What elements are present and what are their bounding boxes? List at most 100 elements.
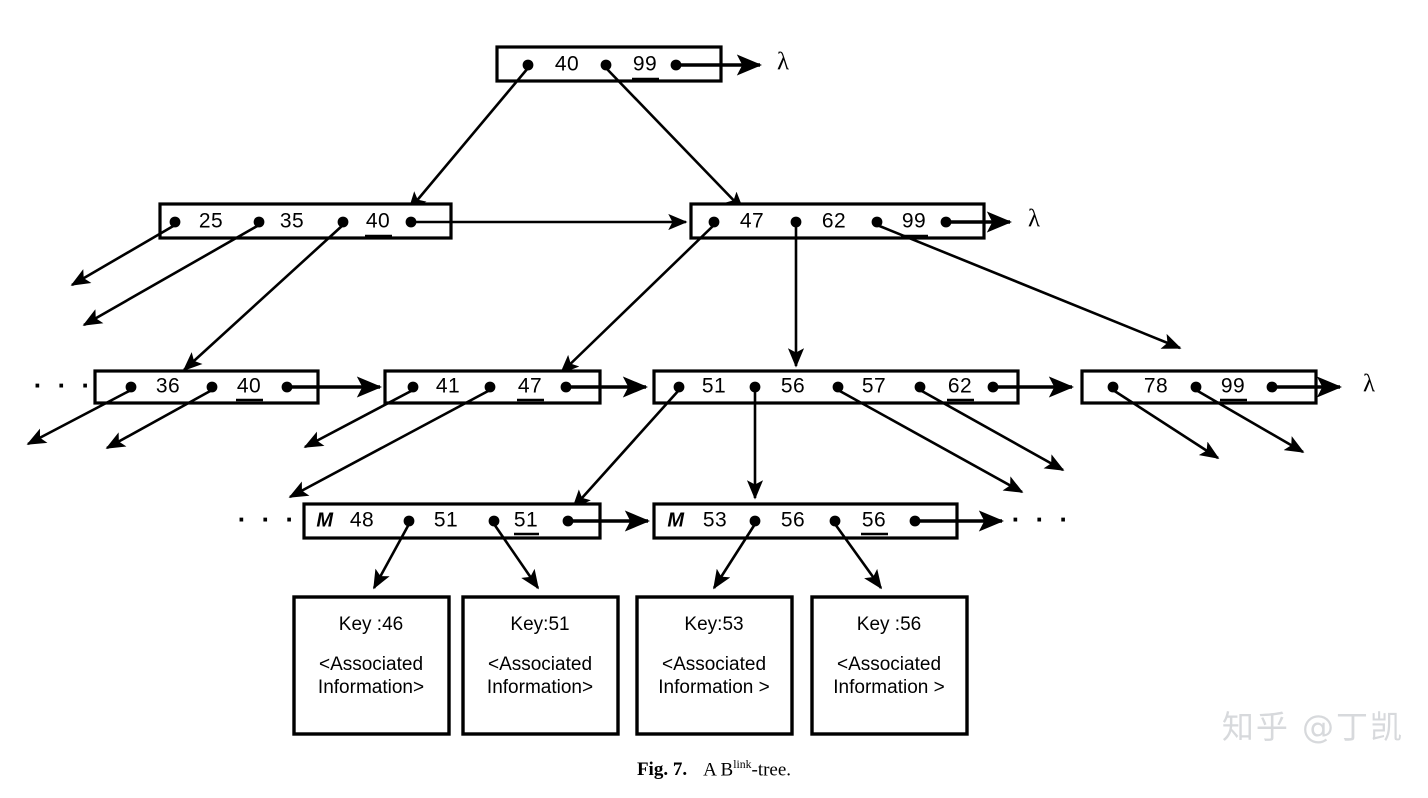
- edge-leafparent-78-99-child-1: [1195, 388, 1305, 454]
- node-internal-left-pointer-2[interactable]: [337, 216, 349, 228]
- node-leafparent-51-62-pointer-2[interactable]: [832, 381, 844, 393]
- record-rec-46-info-2: Information>: [318, 677, 424, 698]
- edge-internal-left-child-2: [182, 224, 344, 372]
- edge-internal-right-child-0: [559, 224, 715, 375]
- edge-root-to-internal-right: [605, 67, 745, 212]
- record-rec-53-info-2: Information >: [658, 677, 769, 698]
- node-leafparent-41-47[interactable]: 41 47: [288, 369, 649, 499]
- record-rec-56-info-2: Information >: [833, 677, 944, 698]
- edge-leafparent-36-40-child-1: [105, 388, 213, 450]
- node-leaf-53-56-pointer-1[interactable]: [829, 515, 841, 527]
- figure-caption-label: Fig. 7.: [636, 759, 688, 781]
- node-root-pointer-1[interactable]: [600, 59, 612, 71]
- node-root-lambda: λ: [777, 49, 789, 76]
- record-rec-56-box: [810, 595, 969, 736]
- node-leaf-53-56-key-1: 56: [781, 509, 805, 532]
- node-leafparent-51-62-pointer-1[interactable]: [749, 381, 761, 393]
- record-rec-53-info-1: <Associated: [662, 654, 766, 675]
- edge-leaf-48-51-record-1: [492, 523, 540, 590]
- figure-caption-suffix: -tree.: [751, 759, 792, 781]
- node-leafparent-78-99-key-0: 78: [1144, 375, 1168, 398]
- node-internal-right-box: [689, 202, 986, 240]
- record-rec-56-info-1: <Associated: [837, 654, 941, 675]
- node-root[interactable]: 40 99 λ: [495, 45, 789, 83]
- edge-leafparent-41-47-child-1: [288, 388, 491, 499]
- edge-internal-left-child-0: [70, 223, 176, 287]
- node-leafparent-78-99-key-1: 99: [1221, 375, 1245, 398]
- edge-leaf-53-56-record-0: [712, 523, 757, 590]
- node-leaf-53-56-box: [652, 502, 959, 540]
- node-leafparent-36-40[interactable]: 36 40: [26, 369, 383, 450]
- node-leafparent-41-47-key-0: 41: [436, 375, 460, 398]
- node-leaf-48-51-key-2: 51: [514, 509, 538, 532]
- record-rec-53-key: Key:53: [684, 614, 743, 635]
- node-internal-right-key-2: 99: [902, 210, 926, 233]
- node-leaf-48-51-box: [302, 502, 602, 540]
- edge-leafparent-51-62-child-2: [837, 388, 1024, 494]
- edge-internal-left-child-1: [82, 223, 260, 327]
- node-internal-right-key-0: 47: [740, 210, 764, 233]
- record-rec-46-box: [292, 595, 451, 736]
- node-leafparent-41-47-key-1: 47: [518, 375, 542, 398]
- record-rec-51[interactable]: Key:51 <Associated Information>: [461, 595, 620, 736]
- node-leafparent-51-62-key-2: 57: [862, 375, 886, 398]
- figure-caption: Fig. 7.A Blink-tree.: [0, 758, 1428, 781]
- node-leafparent-51-62[interactable]: 51 56 57 62: [571, 369, 1075, 510]
- node-leaf-48-51-pointer-1[interactable]: [488, 515, 500, 527]
- edge-internal-right-child-2: [876, 223, 1182, 350]
- node-leafparent-51-62-key-1: 56: [781, 375, 805, 398]
- ellipsis-left-leaf: · · ·: [238, 504, 298, 534]
- ellipsis-left-level2: · · ·: [34, 370, 94, 400]
- record-rec-53[interactable]: Key:53 <Associated Information >: [635, 595, 794, 736]
- node-leafparent-36-40-pointer-1[interactable]: [206, 381, 218, 393]
- record-rec-53-box: [635, 595, 794, 736]
- node-leafparent-41-47-pointer-0[interactable]: [407, 381, 419, 393]
- node-leaf-53-56-pointer-0[interactable]: [749, 515, 761, 527]
- node-internal-right-pointer-1[interactable]: [790, 216, 802, 228]
- ellipsis-right-leaf: · · ·: [1012, 504, 1072, 534]
- node-root-pointer-0[interactable]: [522, 59, 534, 71]
- node-leafparent-36-40-key-1: 40: [237, 375, 261, 398]
- node-leaf-48-51[interactable]: M 48 51 51: [302, 502, 651, 590]
- record-rec-46-info-1: <Associated: [319, 654, 423, 675]
- node-leaf-53-56[interactable]: M 53 56 56 · · ·: [652, 502, 1072, 590]
- edge-leafparent-41-47-child-0: [303, 388, 414, 449]
- watermark: 知乎 @丁凯: [1221, 708, 1404, 746]
- node-leaf-53-56-key-2: 56: [862, 509, 886, 532]
- node-leafparent-51-62-key-0: 51: [702, 375, 726, 398]
- record-rec-51-key: Key:51: [510, 614, 569, 635]
- node-leafparent-41-47-pointer-1[interactable]: [484, 381, 496, 393]
- node-leafparent-78-99-pointer-0[interactable]: [1107, 381, 1119, 393]
- edge-leafparent-51-62-child-0: [571, 389, 680, 510]
- node-internal-right[interactable]: 47 62 99 λ: [689, 202, 1040, 240]
- edge-leafparent-36-40-child-0: [26, 388, 132, 446]
- node-root-key-1: 99: [633, 53, 657, 76]
- edge-leaf-48-51-record-0: [372, 523, 411, 590]
- edge-leafparent-51-62-child-3: [919, 388, 1065, 472]
- record-rec-56[interactable]: Key :56 <Associated Information >: [810, 595, 969, 736]
- record-rec-51-info-1: <Associated: [488, 654, 592, 675]
- edge-leafparent-78-99-child-0: [1112, 388, 1220, 460]
- node-leafparent-51-62-pointer-0[interactable]: [673, 381, 685, 393]
- node-leafparent-78-99-pointer-1[interactable]: [1190, 381, 1202, 393]
- node-leafparent-51-62-pointer-3[interactable]: [914, 381, 926, 393]
- node-leafparent-36-40-pointer-0[interactable]: [125, 381, 137, 393]
- node-leafparent-78-99[interactable]: 78 99 λ: [1080, 369, 1375, 460]
- node-internal-left-pointer-1[interactable]: [253, 216, 265, 228]
- figure-caption-superscript: link: [733, 758, 752, 771]
- node-internal-left-key-1: 35: [280, 210, 304, 233]
- node-internal-left[interactable]: 25 35 40: [158, 202, 688, 240]
- node-leafparent-51-62-key-3: 62: [948, 375, 972, 398]
- edge-leaf-53-56-record-1: [833, 523, 883, 590]
- node-internal-left-pointer-0[interactable]: [169, 216, 181, 228]
- node-leaf-48-51-highkey-marker: M: [316, 509, 334, 531]
- node-root-key-0: 40: [555, 53, 579, 76]
- record-rec-56-key: Key :56: [857, 614, 921, 635]
- node-internal-right-pointer-0[interactable]: [708, 216, 720, 228]
- node-internal-left-key-2: 40: [366, 210, 390, 233]
- node-leaf-53-56-highkey-marker: M: [667, 509, 685, 531]
- node-leaf-48-51-pointer-0[interactable]: [403, 515, 415, 527]
- record-rec-46[interactable]: Key :46 <Associated Information>: [292, 595, 451, 736]
